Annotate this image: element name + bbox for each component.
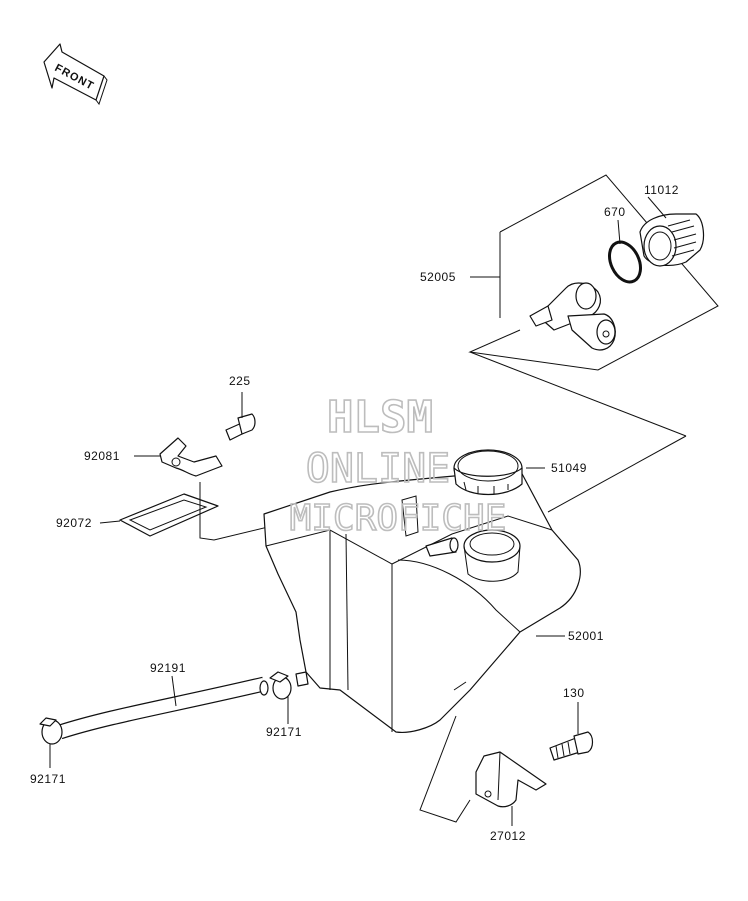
cap-assembly-panel	[468, 174, 719, 371]
watermark-line3: MICROFICHE	[290, 498, 507, 539]
part-label-27012: 27012	[490, 829, 526, 843]
part-label-92191: 92191	[150, 661, 186, 675]
filler-cap-51049-icon	[453, 449, 523, 495]
bracket-92081-icon	[159, 437, 223, 477]
o-ring-670-icon	[608, 240, 642, 284]
vent-valve-body-icon	[529, 282, 616, 351]
hose-92191-icon	[57, 676, 269, 740]
part-label-92171-left: 92171	[30, 772, 66, 786]
watermark-line2: ONLINE	[306, 446, 451, 492]
gasket-92072-icon	[119, 493, 219, 537]
part-label-92171-right: 92171	[266, 725, 302, 739]
reservoir-tank-52001-icon	[263, 469, 581, 733]
part-label-130: 130	[563, 686, 585, 700]
watermark-line1: HLSM	[327, 392, 433, 443]
part-label-52005: 52005	[420, 270, 456, 284]
part-label-92072: 92072	[56, 516, 92, 530]
clamp-92171-right-icon	[269, 671, 292, 700]
bracket-27012-icon	[475, 751, 547, 808]
part-label-52001: 52001	[568, 629, 604, 643]
bolt-130-icon	[549, 731, 594, 761]
bolt-225-icon	[225, 413, 256, 441]
part-label-11012: 11012	[644, 183, 679, 197]
part-label-51049: 51049	[551, 461, 587, 475]
part-label-92081: 92081	[84, 449, 120, 463]
part-label-670: 670	[604, 205, 626, 219]
part-label-225: 225	[229, 374, 251, 388]
cap-11012-icon	[639, 213, 705, 267]
clamp-92171-left-icon	[39, 717, 63, 745]
front-direction-arrow-icon: FRONT	[43, 43, 108, 106]
